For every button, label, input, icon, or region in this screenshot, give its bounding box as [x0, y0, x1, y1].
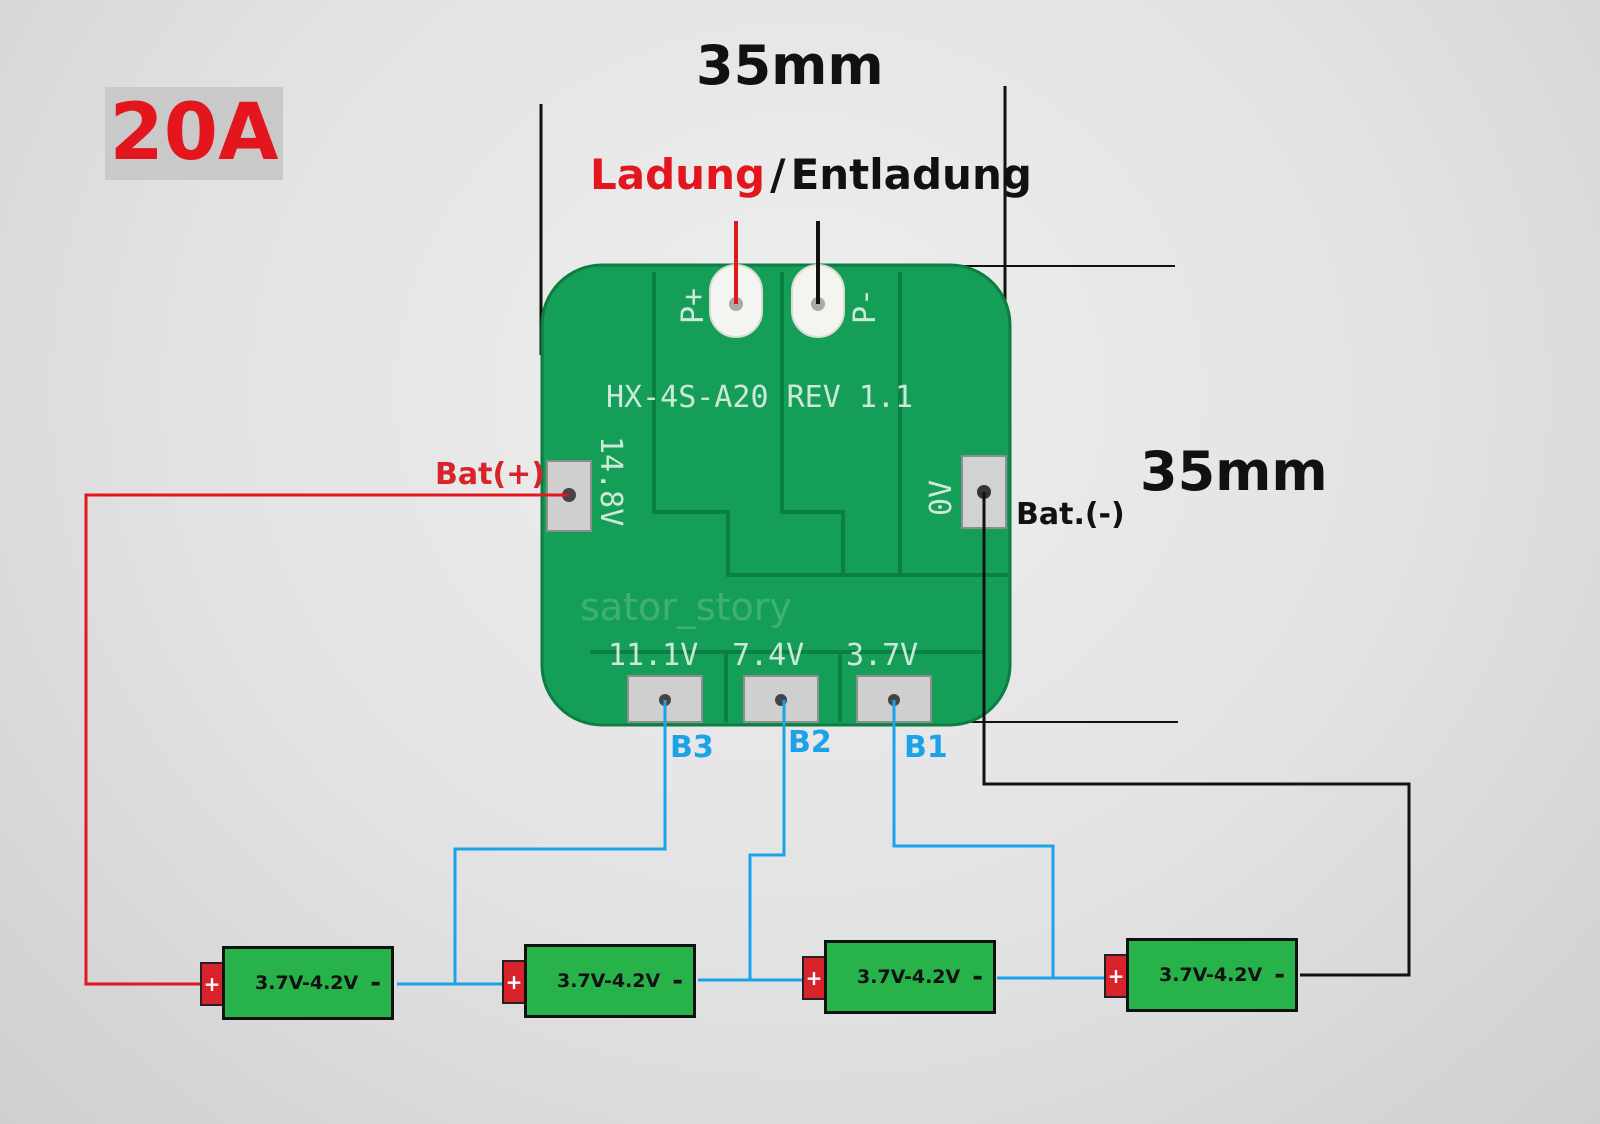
- cell-body: 3.7V-4.2V -: [1126, 938, 1298, 1012]
- wire-negative: [982, 492, 1411, 977]
- cell-positive-terminal: +: [1104, 954, 1128, 998]
- cell-body: 3.7V-4.2V -: [524, 944, 696, 1018]
- cell-voltage-label: 3.7V-4.2V: [1159, 964, 1263, 986]
- cell-positive-terminal: +: [200, 962, 224, 1006]
- bat-minus-label: Bat.(-): [1016, 497, 1125, 532]
- cell-body: 3.7V-4.2V -: [222, 946, 394, 1020]
- cell-voltage-label: 3.7V-4.2V: [557, 970, 661, 992]
- wire-b2: [748, 700, 786, 980]
- pcb-zero-volt-text: 0V: [924, 479, 959, 516]
- cell-positive-terminal: +: [802, 956, 826, 1000]
- charge-label: Ladung: [590, 150, 766, 199]
- tap-label-b1: B1: [904, 730, 948, 765]
- pcb-tap-voltage-b3: 11.1V: [608, 638, 699, 673]
- pcb-model-text: HX-4S-A20 REV 1.1: [606, 380, 914, 415]
- tap-label-b3: B3: [670, 730, 714, 765]
- separator-label: /: [770, 150, 786, 199]
- wire-b3: [453, 700, 667, 984]
- dimension-height-label: 35mm: [1140, 440, 1328, 503]
- pcb-tap-voltage-b2: 7.4V: [732, 638, 805, 673]
- wire-b1: [892, 700, 1055, 978]
- cell-negative-terminal: -: [370, 968, 381, 998]
- cell-body: 3.7V-4.2V -: [824, 940, 996, 1014]
- cell-negative-terminal: -: [1274, 960, 1285, 990]
- cell-negative-terminal: -: [672, 966, 683, 996]
- pcb-pack-voltage-text: 14.8V: [593, 436, 628, 527]
- cell-negative-terminal: -: [972, 962, 983, 992]
- dimension-width-label: 35mm: [696, 34, 884, 97]
- cell-voltage-label: 3.7V-4.2V: [857, 966, 961, 988]
- tap-label-b2: B2: [788, 725, 832, 760]
- pcb-p-plus-text: P+: [676, 287, 711, 324]
- port-label: Ladung / Entladung: [590, 150, 1032, 199]
- watermark-text: sator_story: [580, 585, 792, 629]
- pcb-tap-voltage-b1: 3.7V: [846, 638, 919, 673]
- wire-positive: [84, 493, 569, 986]
- bat-plus-label: Bat(+): [435, 457, 546, 492]
- cell-positive-terminal: +: [502, 960, 526, 1004]
- pcb-p-minus-text: P-: [848, 287, 883, 324]
- cell-voltage-label: 3.7V-4.2V: [255, 972, 359, 994]
- discharge-label: Entladung: [790, 150, 1032, 199]
- current-rating-badge: 20A: [105, 87, 283, 180]
